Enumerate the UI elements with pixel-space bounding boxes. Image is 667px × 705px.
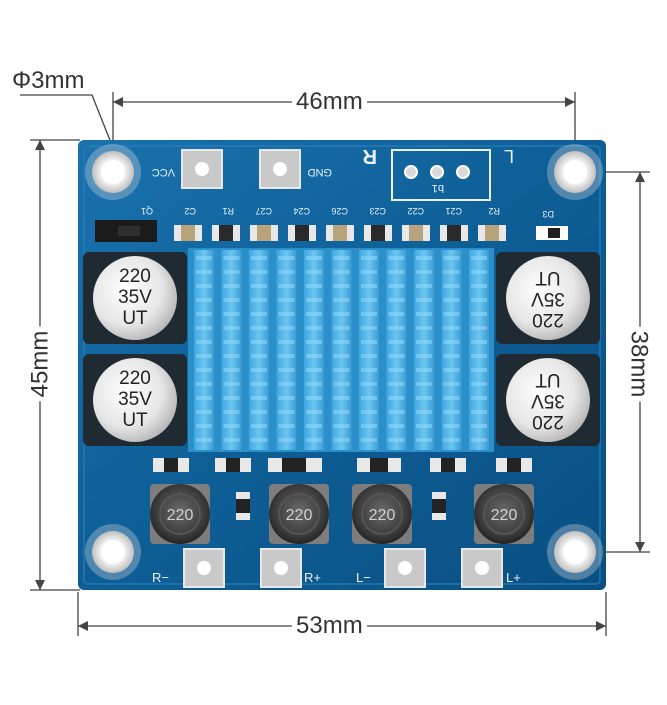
left-height-label: 45mm — [26, 326, 54, 402]
pot-label: b1 — [432, 182, 444, 194]
inductor-marking: 220 — [167, 507, 194, 524]
output-terminal: R+ — [260, 548, 321, 588]
r-channel-label: R — [362, 145, 377, 167]
component-ref-label: R1 — [222, 206, 234, 216]
input-header-outline — [391, 149, 491, 201]
inductor: 220 — [352, 484, 412, 544]
capacitor-marking: 220 — [532, 411, 564, 432]
output-terminal: L+ — [461, 548, 521, 588]
capacitor-marking: 35V — [118, 287, 152, 308]
inductor: 220 — [150, 484, 210, 544]
dimension-arrows — [35, 97, 645, 631]
capacitor-marking: UT — [122, 308, 148, 329]
input-header-pins — [404, 165, 470, 179]
gnd-label: GND — [308, 166, 333, 178]
component-ref-label: R2 — [488, 206, 500, 216]
capacitor-marking: 35V — [531, 288, 565, 309]
capacitor-marking: 220 — [119, 368, 151, 389]
inductor: 220 — [269, 484, 329, 544]
mounting-hole-top-left — [85, 144, 141, 200]
hole-diameter-label: Φ3mm — [8, 68, 89, 94]
q1-label: Q1 — [141, 206, 153, 216]
capacitor-marking: UT — [535, 369, 561, 390]
capacitor-marking: 35V — [118, 389, 152, 410]
component-ref-label: C2 — [184, 206, 196, 216]
bottom-width-label: 53mm — [292, 613, 367, 639]
inductor: 220 — [474, 484, 534, 544]
component-ref-label: C22 — [407, 206, 424, 216]
vcc-pad — [181, 149, 223, 189]
component-ref-label: C21 — [445, 206, 462, 216]
component-ref-label: C24 — [293, 206, 310, 216]
output-terminal: R− — [152, 548, 225, 588]
capacitor-marking: 220 — [532, 309, 564, 330]
inductor-marking: 220 — [491, 507, 518, 524]
output-terminal: L− — [356, 548, 426, 588]
heatsink — [188, 248, 494, 452]
output-terminal-label: L− — [356, 570, 371, 585]
mounting-hole-top-right — [547, 144, 603, 200]
inductor-marking: 220 — [286, 507, 313, 524]
capacitor-marking: 35V — [531, 390, 565, 411]
top-width-label: 46mm — [292, 89, 367, 115]
speaker-output-terminals: R− R+ L− L+ — [152, 548, 521, 588]
inductor-row-smd — [153, 458, 532, 520]
capacitor-marking: UT — [535, 267, 561, 288]
inductor-marking: 220 — [369, 507, 396, 524]
capacitor-marking: UT — [122, 410, 148, 431]
component-ref-label: C23 — [369, 206, 386, 216]
smd-component-row: C2 R1 C27 C24 C26 C23 C22 C21 R2 — [174, 206, 506, 241]
output-terminal-label: R− — [152, 570, 169, 585]
output-terminal-label: R+ — [304, 570, 321, 585]
vcc-label: VCC — [152, 166, 175, 178]
mounting-hole-bottom-left — [85, 524, 141, 580]
capacitor-marking: 220 — [119, 266, 151, 287]
d3-label: D3 — [542, 209, 554, 219]
gnd-pad — [259, 149, 301, 189]
mounting-hole-bottom-right — [547, 524, 603, 580]
l-channel-label: L — [504, 146, 514, 166]
component-ref-label: C26 — [331, 206, 348, 216]
inductors: 220 220 220 220 — [150, 484, 534, 544]
right-height-label: 38mm — [625, 326, 652, 402]
component-ref-label: C27 — [255, 206, 272, 216]
output-terminal-label: L+ — [506, 570, 521, 585]
